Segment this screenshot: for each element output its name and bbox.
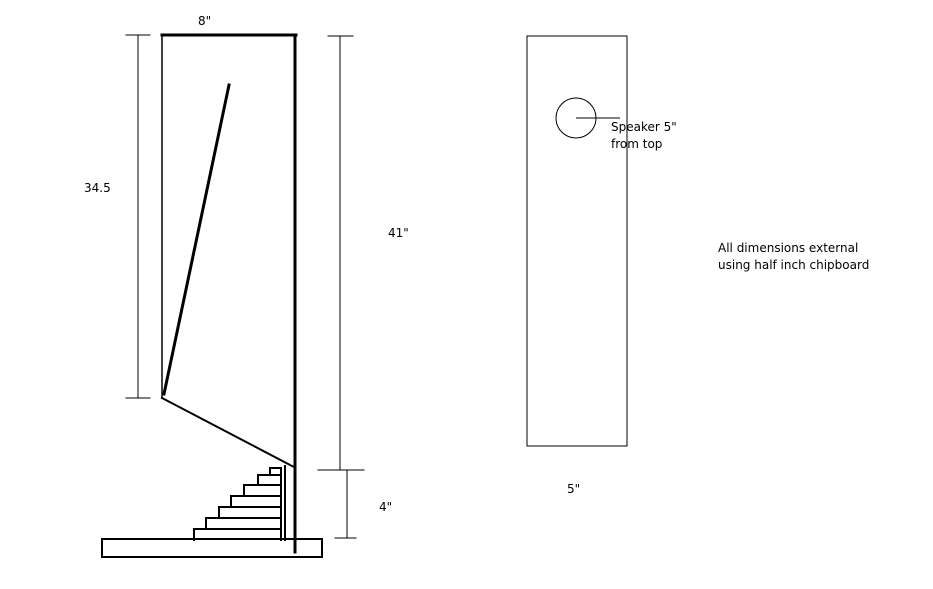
internal-divider (162, 83, 231, 396)
notes-line1: All dimensions external (718, 241, 858, 255)
stand-base-plate (101, 538, 323, 558)
total-height-label: 41" (388, 226, 409, 240)
base-height-label: 4" (379, 500, 392, 514)
cabinet-slanted-bottom (160, 396, 296, 469)
side-view (101, 33, 365, 558)
front-panel-outline (526, 35, 628, 447)
top-width-label: 8" (198, 14, 211, 28)
speaker-note-line2: from top (611, 137, 662, 151)
front-width-label: 5" (567, 482, 580, 496)
speaker-note-line1: Speaker 5" (611, 120, 677, 134)
inner-height-label: 34.5 (84, 181, 111, 195)
notes-line2: using half inch chipboard (718, 258, 869, 272)
stepped-stand (193, 465, 286, 541)
front-view (526, 35, 628, 447)
